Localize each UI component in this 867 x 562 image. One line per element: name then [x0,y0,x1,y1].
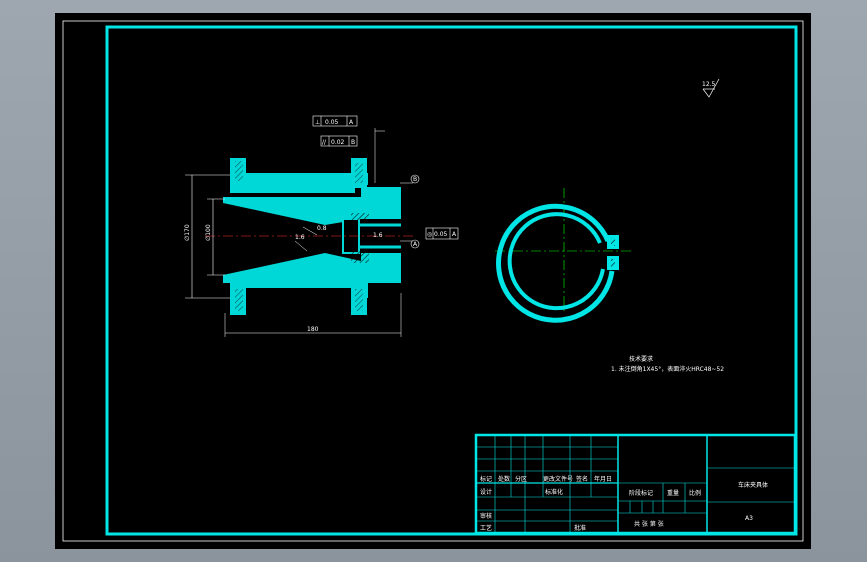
outer-border [62,20,804,542]
dim-overall-length: 180 [307,326,319,333]
svg-text:12.5: 12.5 [702,81,716,88]
svg-text:阶段标记: 阶段标记 [629,489,653,497]
dim-taper-note: 1.6 [295,234,305,241]
dim-chamfer-note: 0.8 [317,225,327,232]
svg-text:B: B [351,139,355,146]
dim-step-note: 1.6 [373,232,383,239]
svg-text:更改文件号: 更改文件号 [543,475,573,483]
gdt-frame-3: ◎ 0.05 A [425,227,459,240]
svg-text:0.05: 0.05 [325,119,339,126]
svg-text:标准化: 标准化 [545,488,563,496]
title-block [474,433,797,535]
svg-text:⊥: ⊥ [315,119,320,126]
svg-text:B: B [413,176,417,183]
section-view [205,158,415,315]
tech-req-heading: 技术要求 [629,355,653,363]
svg-text:共 张 第 张: 共 张 第 张 [634,520,664,528]
svg-text:审核: 审核 [480,512,492,520]
gdt-frame-1: ⊥ 0.05 A [312,115,358,127]
svg-text:标记: 标记 [480,475,492,483]
svg-text:A: A [413,241,418,248]
tech-req-item1: 1. 未注倒角1X45°，表面淬火HRC48~52 [611,365,724,373]
svg-text:设计: 设计 [480,488,492,496]
svg-text:工艺: 工艺 [480,524,492,532]
svg-text:A: A [349,119,354,126]
svg-text:比例: 比例 [689,489,701,497]
part-name: 车床夹具体 [738,481,768,489]
svg-text://: // [322,139,327,146]
svg-text:分区: 分区 [515,475,527,483]
svg-text:0.02: 0.02 [331,139,345,146]
svg-text:签名: 签名 [576,475,588,483]
cad-drawing-window[interactable]: ∅170 ∅100 180 0.8 1.6 1.6 ⊥ 0.05 A // 0.… [55,13,811,549]
surface-finish-symbol: 12.5 [702,78,720,98]
dim-inner-diameter: ∅100 [205,224,212,241]
svg-text:批准: 批准 [574,524,586,532]
inner-frame [105,25,798,536]
drawing-code: A3 [745,515,753,522]
gdt-frame-2: // 0.02 B [320,135,358,147]
drawing-canvas: ∅170 ∅100 180 0.8 1.6 1.6 ⊥ 0.05 A // 0.… [62,20,804,542]
svg-text:0.05: 0.05 [434,231,448,238]
end-view-ring [495,188,631,323]
svg-text:重量: 重量 [667,489,679,497]
svg-text:年月日: 年月日 [594,475,612,483]
dimension-lines [185,128,413,337]
svg-text:◎: ◎ [427,231,432,238]
dim-overall-height: ∅170 [184,224,191,241]
svg-text:处数: 处数 [498,475,510,483]
svg-text:A: A [452,231,457,238]
datum-markers: B A [410,174,420,249]
